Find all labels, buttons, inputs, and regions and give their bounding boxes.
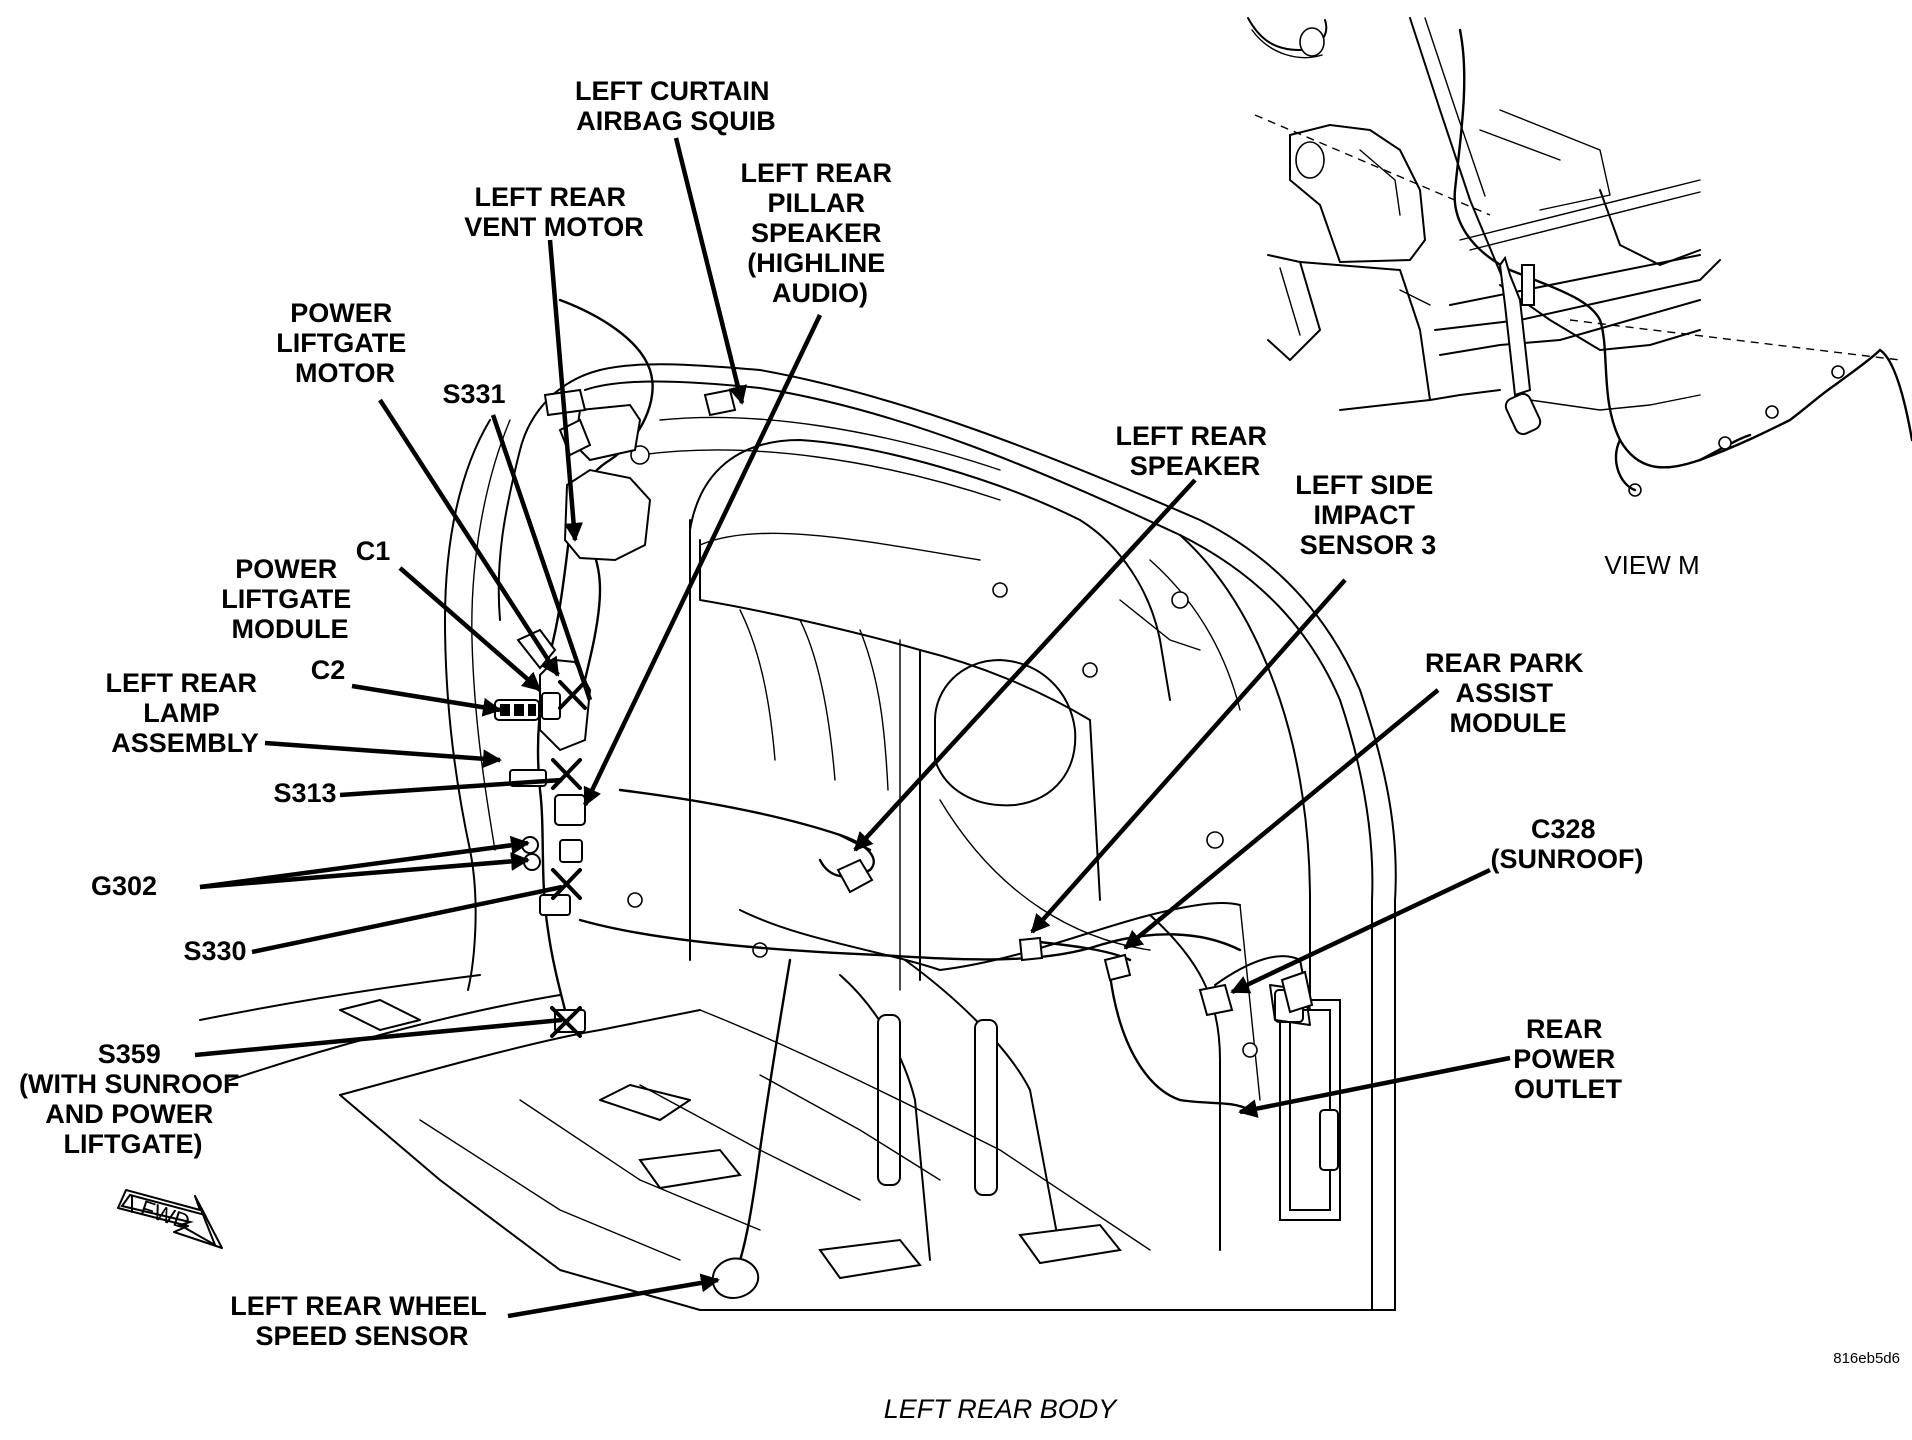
label-left-side-impact-sensor-3: LEFT SIDE IMPACT SENSOR 3 bbox=[1295, 470, 1441, 560]
figure-code: 816eb5d6 bbox=[1833, 1350, 1900, 1367]
leader-lines bbox=[194, 137, 1511, 1319]
fwd-arrow: FWD bbox=[117, 1189, 223, 1249]
label-left-rear-pillar-speaker: LEFT REAR PILLAR SPEAKER (HIGHLINE AUDIO… bbox=[740, 158, 899, 308]
label-left-curtain-airbag-squib: LEFT CURTAIN AIRBAG SQUIB bbox=[575, 76, 777, 136]
label-rear-power-outlet: REAR POWER OUTLET bbox=[1513, 1014, 1623, 1104]
label-left-rear-lamp-assembly: LEFT REAR LAMP ASSEMBLY bbox=[105, 668, 264, 758]
label-left-rear-speaker: LEFT REAR SPEAKER bbox=[1115, 421, 1274, 481]
label-s359: S359 (WITH SUNROOF AND POWER LIFTGATE) bbox=[19, 1039, 247, 1159]
label-s330: S330 bbox=[183, 936, 246, 966]
diagram-caption: LEFT REAR BODY bbox=[884, 1394, 1119, 1424]
label-power-liftgate-module: POWER LIFTGATE MODULE bbox=[221, 554, 359, 644]
label-g302: G302 bbox=[91, 871, 157, 901]
view-m-label: VIEW M bbox=[1604, 550, 1699, 580]
view-m-inset-drawing bbox=[1247, 17, 1912, 497]
label-c2: C2 bbox=[311, 655, 346, 685]
label-c1: C1 bbox=[356, 536, 391, 566]
label-power-liftgate-motor: POWER LIFTGATE MOTOR bbox=[276, 298, 414, 388]
label-rear-park-assist-module: REAR PARK ASSIST MODULE bbox=[1425, 648, 1591, 738]
label-s313: S313 bbox=[273, 778, 336, 808]
label-left-rear-wheel-speed-sensor: LEFT REAR WHEEL SPEED SENSOR bbox=[230, 1291, 494, 1351]
fwd-marker-text: FWD bbox=[138, 1195, 193, 1234]
splice-marks bbox=[550, 680, 587, 1038]
label-left-rear-vent-motor: LEFT REAR VENT MOTOR bbox=[464, 182, 644, 242]
label-s331: S331 bbox=[442, 379, 505, 409]
label-c328-sunroof: C328 (SUNROOF) bbox=[1491, 814, 1644, 874]
